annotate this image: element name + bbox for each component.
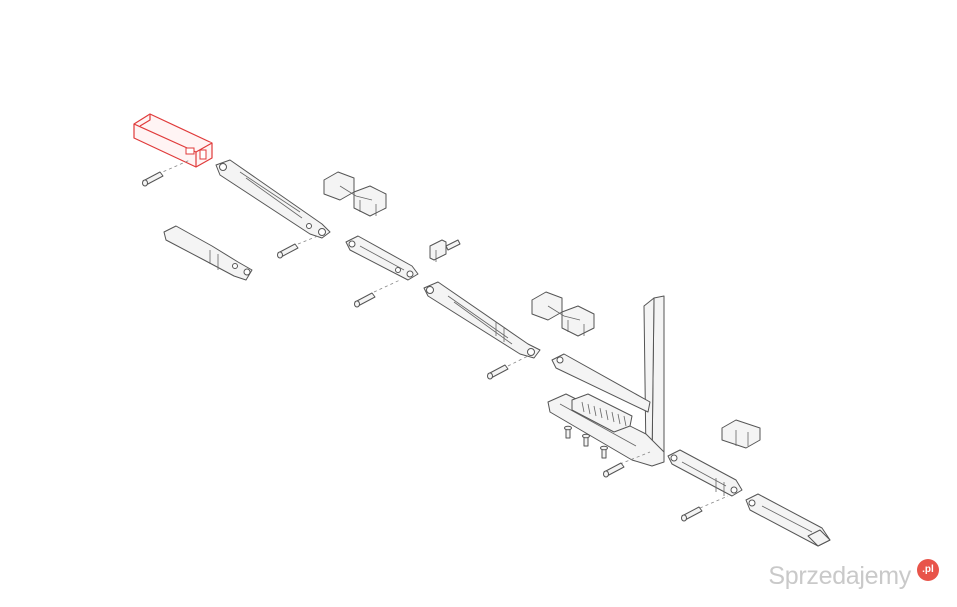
lever-arm-2 [423,281,541,359]
screw-3 [600,445,608,459]
lever-arm-1 [215,159,331,239]
clip-1 [429,239,461,262]
pin-4 [487,364,509,380]
sprzedajemy-watermark: Sprzedajemy .pl [768,558,939,591]
pin-5 [603,462,625,478]
screw-1 [564,425,572,439]
end-bracket [745,493,831,547]
link-arm-2 [345,235,419,281]
highlighted-handle-cap [133,113,213,168]
pin-2 [277,243,299,259]
link-arm-3 [667,449,743,497]
screw-2 [582,433,590,447]
main-frame-assembly [547,295,665,467]
watermark-text: Sprzedajemy [768,562,911,590]
pin-6 [681,506,703,522]
clip-2 [721,419,761,449]
pin-3 [354,292,376,308]
short-handle [163,225,253,281]
bracket-1 [323,171,387,217]
pin-1 [142,171,164,187]
watermark-badge: .pl [917,558,939,581]
bracket-2 [531,291,595,337]
